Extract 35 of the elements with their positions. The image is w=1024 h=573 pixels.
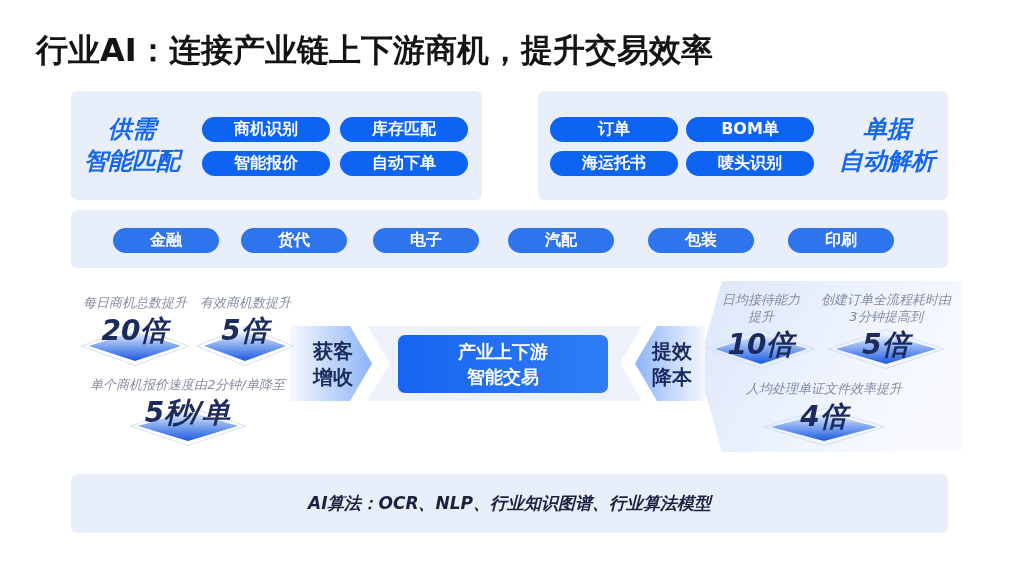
industry-tag: 包装: [648, 228, 754, 253]
feature-tag: 库存匹配: [340, 117, 468, 142]
feature-tag: 商机识别: [202, 117, 330, 142]
feature-tag: BOM单: [686, 117, 814, 142]
slide-title: 行业AI：连接产业链上下游商机，提升交易效率: [36, 31, 713, 69]
chevron-label: 提效降本: [651, 337, 693, 390]
feature-tag: 智能报价: [202, 151, 330, 176]
metric-label: 有效商机数提升: [199, 294, 291, 311]
industry-tag: 金融: [113, 228, 219, 253]
feature-tag: 订单: [550, 117, 678, 142]
metric-value: 5秒/单: [144, 398, 231, 428]
feature-tag: 海运托书: [550, 151, 678, 176]
panel-heading: 单据自动解析: [834, 113, 940, 177]
metric-value: 10倍: [727, 330, 795, 360]
metric-label: 单个商机报价速度由2分钟/单降至: [90, 376, 285, 393]
feature-panel: [538, 91, 948, 200]
feature-tag: 唛头识别: [686, 151, 814, 176]
metric-value: 20倍: [101, 316, 169, 346]
process-box: 产业上下游智能交易: [398, 335, 608, 393]
industry-tag: 印刷: [788, 228, 894, 253]
chevron-arrow-shape: [290, 326, 372, 401]
metric-label: 人均处理单证文件效率提升: [746, 380, 902, 397]
industry-tag: 电子: [373, 228, 479, 253]
panel-heading: 供需智能匹配: [79, 113, 185, 177]
feature-panel: [71, 91, 482, 200]
chevron-label: 获客增收: [312, 337, 354, 390]
algorithm-banner: AI算法：OCR、NLP、行业知识图谱、行业算法模型: [71, 474, 948, 533]
industry-tag: 货代: [241, 228, 347, 253]
feature-tag: 自动下单: [340, 151, 468, 176]
metric-label: 创建订单全流程耗时由3分钟提高到: [820, 291, 953, 325]
group-band: [71, 210, 948, 268]
chevron-arrow-shape: [635, 326, 705, 401]
metric-label: 每日商机总数提升: [83, 294, 187, 311]
metric-label: 日均接待能力提升: [721, 291, 801, 325]
industry-tag: 汽配: [508, 228, 614, 253]
